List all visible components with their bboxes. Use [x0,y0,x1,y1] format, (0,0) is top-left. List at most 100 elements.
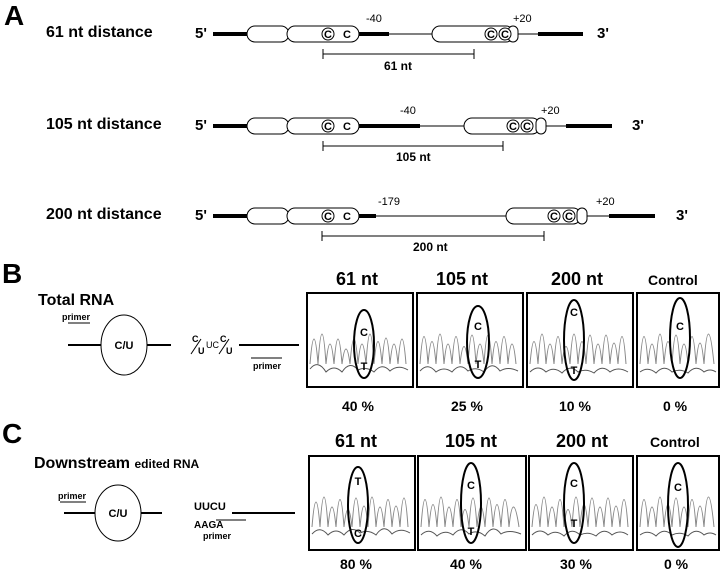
five-prime-label: 5' [195,207,207,224]
total-rna-schematic: primer C/U C U UC C U primer [62,312,299,376]
svg-text:primer: primer [62,312,91,322]
svg-text:C: C [192,334,199,344]
position-label-minus: -179 [378,196,401,208]
construct-diagram-61: C C C C [213,25,583,59]
chromatogram-61: T C [308,455,416,551]
svg-text:C: C [474,321,482,333]
panel-b-letter: B [2,258,23,289]
svg-text:C: C [343,211,351,223]
percent-label: 0 % [664,556,689,572]
svg-text:C/U: C/U [115,340,134,352]
svg-text:C: C [676,321,684,333]
svg-text:UUCU: UUCU [194,501,226,513]
percent-label: 40 % [342,398,374,414]
percent-label: 40 % [450,556,482,572]
svg-text:C: C [360,327,368,339]
svg-text:C: C [501,29,509,41]
svg-text:T: T [468,526,475,538]
percent-label: 0 % [663,398,688,414]
distance-label: 200 nt [413,240,448,254]
distance-label: 105 nt [396,150,431,164]
chromatogram-trace: C T [529,299,629,381]
column-title: 61 nt [336,269,379,289]
svg-text:T: T [571,518,578,530]
column-title: 61 nt [335,431,378,451]
total-rna-title: Total RNA [38,292,115,309]
percent-label: 30 % [560,556,592,572]
chromatogram-105: C T [416,292,524,388]
position-label-plus: +20 [541,105,560,117]
chromatogram-trace: C T [419,305,519,379]
svg-text:C: C [220,334,227,344]
svg-text:C: C [343,29,351,41]
three-prime-label: 3' [676,207,688,224]
chromatogram-trace: C T [420,462,522,544]
five-prime-label: 5' [195,25,207,42]
svg-text:AAGA: AAGA [194,520,223,531]
position-label-plus: +20 [596,196,615,208]
chromatogram-trace: T C [311,466,411,544]
column-title: 200 nt [551,269,604,289]
position-label-plus: +20 [513,13,532,25]
chromatogram-control: C [636,455,720,551]
svg-text:primer: primer [203,531,232,541]
svg-text:C: C [550,211,558,223]
svg-text:C: C [324,121,332,133]
column-title: 200 nt [556,431,609,451]
panel-c-letter: C [2,418,23,449]
svg-text:C/U: C/U [109,508,128,520]
svg-text:C: C [570,478,578,490]
percent-label: 25 % [451,398,483,414]
column-title: Control [648,272,698,288]
downstream-title-sub: edited RNA [134,457,200,471]
svg-text:T: T [571,365,578,377]
percent-label: 10 % [559,398,591,414]
svg-text:C: C [570,307,578,319]
three-prime-label: 3' [632,117,644,134]
svg-text:primer: primer [58,491,87,501]
chromatogram-trace: C T [309,309,409,379]
svg-text:C: C [565,211,573,223]
row-label-61: 61 nt distance [46,24,153,41]
svg-text:T: T [475,359,482,371]
row-label-105: 105 nt distance [46,116,162,133]
svg-text:primer: primer [253,361,282,371]
distance-label: 61 nt [384,59,413,73]
chromatogram-105: C T [417,455,527,551]
column-title: 105 nt [436,269,489,289]
column-title: Control [650,434,700,450]
panel-a-letter: A [4,0,25,31]
position-label-minus: -40 [366,13,382,25]
svg-text:C: C [324,29,332,41]
chromatogram-control: C [636,292,720,388]
downstream-title: Downstream edited RNA [34,455,199,473]
column-title: 105 nt [445,431,498,451]
chromatogram-trace: C [639,297,717,379]
chromatogram-trace: C [639,462,717,548]
svg-text:UC: UC [206,340,219,350]
svg-text:T: T [361,361,368,373]
percent-label: 80 % [340,556,372,572]
chromatogram-200: C T [526,292,634,388]
downstream-schematic: primer C/U UUCU AAGA primer [58,484,295,542]
svg-text:C: C [324,211,332,223]
svg-text:C: C [523,121,531,133]
chromatogram-200: C T [528,455,634,551]
svg-text:T: T [355,476,362,488]
five-prime-label: 5' [195,117,207,134]
svg-text:C: C [343,121,351,133]
svg-text:C: C [487,29,495,41]
downstream-title-main: Downstream [34,455,131,472]
svg-text:C: C [354,528,362,540]
svg-text:U: U [198,346,205,356]
chromatogram-61: C T [306,292,414,388]
construct-diagram-200: C C C C [213,207,655,241]
position-label-minus: -40 [400,105,416,117]
row-label-200: 200 nt distance [46,206,162,223]
svg-text:C: C [467,480,475,492]
svg-text:U: U [226,346,233,356]
chromatogram-trace: C T [531,462,629,544]
three-prime-label: 3' [597,25,609,42]
svg-text:C: C [674,482,682,494]
svg-text:C: C [509,121,517,133]
